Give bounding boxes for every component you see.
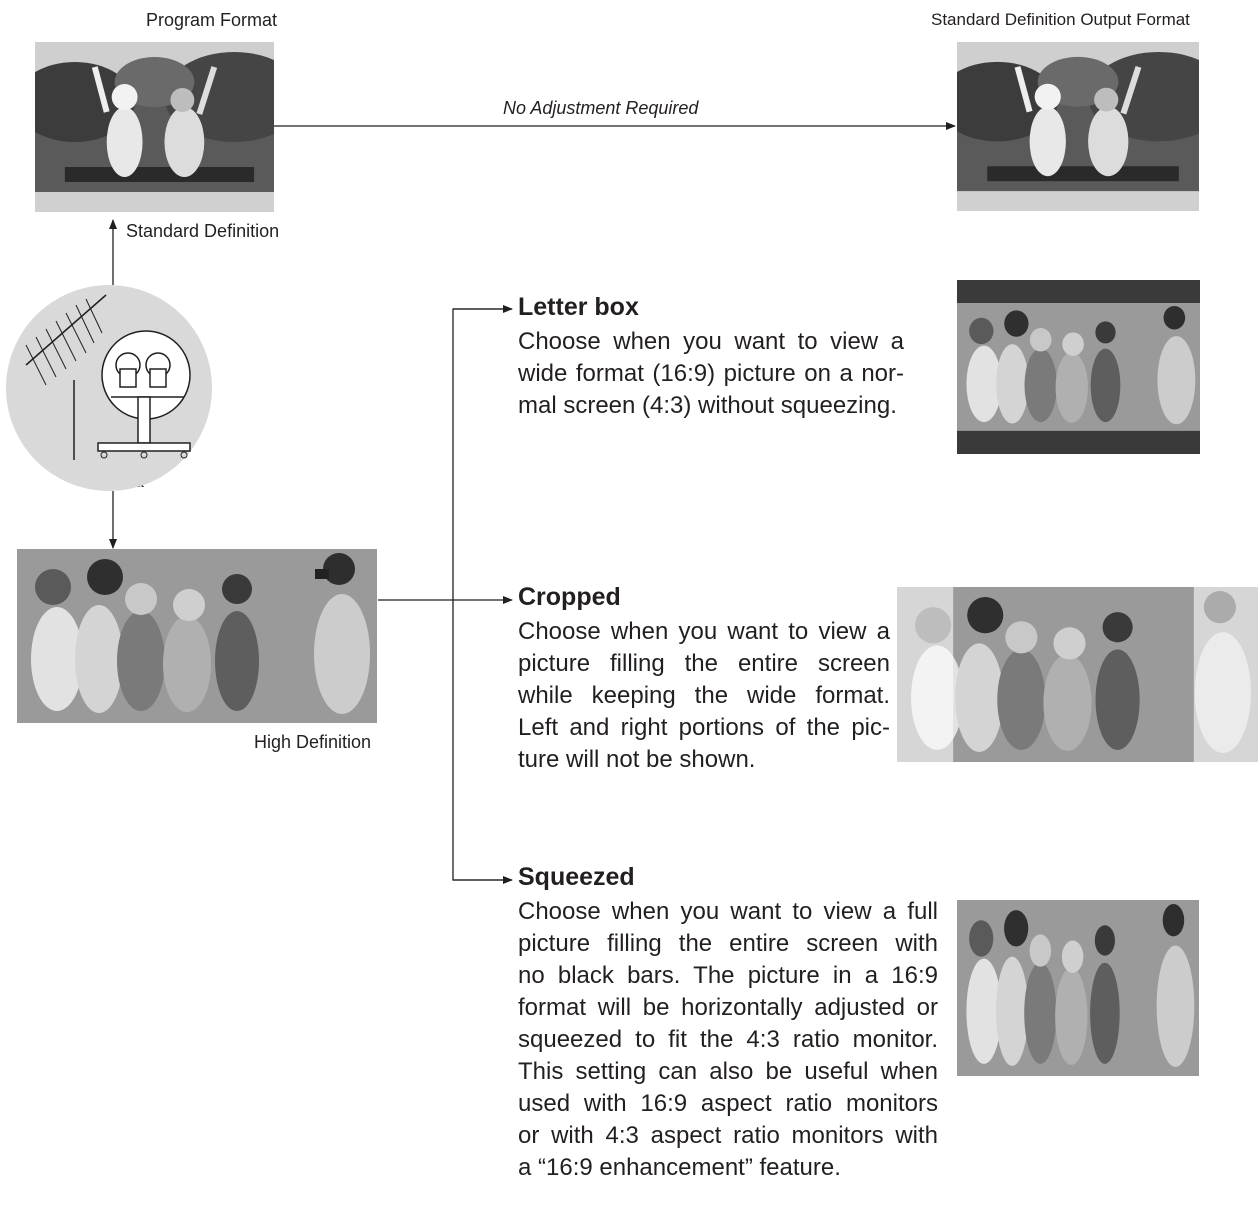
squeezed-title: Squeezed <box>518 863 635 891</box>
program-format-label: Program Format <box>146 10 278 30</box>
antenna-dish-icon <box>6 285 212 491</box>
text-line: Choose when you want to view a <box>518 618 890 645</box>
no-adjustment-label: No Adjustment Required <box>503 98 699 118</box>
text-line: or with 4:3 aspect ratio monitors with <box>518 1122 938 1149</box>
squeezed-description: Choose when you want to view a full pict… <box>518 896 938 1184</box>
standard-definition-label: Standard Definition <box>126 221 280 241</box>
cropped-title: Cropped <box>518 583 621 611</box>
text-line: mal screen (4:3) without squeezing. <box>518 392 897 419</box>
text-line: wide format (16:9) picture on a nor- <box>518 360 904 387</box>
text-line: squeezed to fit the 4:3 ratio monitor. <box>518 1026 938 1053</box>
letterbox-photo <box>957 280 1200 454</box>
cropped-description: Choose when you want to view a picture f… <box>518 616 890 776</box>
text-line: ture will not be shown. <box>518 746 756 773</box>
text-line: Choose when you want to view a full <box>518 898 938 925</box>
text-line: format will be horizontally adjusted or <box>518 994 938 1021</box>
text-line: used with 16:9 aspect ratio monitors <box>518 1090 938 1117</box>
bracket-line <box>452 308 512 881</box>
high-definition-label: High Definition <box>254 732 372 752</box>
cropped-photo <box>897 587 1258 762</box>
text-line: Left and right portions of the pic- <box>518 714 890 741</box>
output-photo <box>957 42 1199 211</box>
squeezed-photo <box>957 900 1199 1076</box>
text-line: no black bars. The picture in a 16:9 <box>518 962 938 989</box>
output-format-label: Standard Definition Output Format <box>931 10 1190 29</box>
high-definition-photo <box>17 549 377 723</box>
letterbox-description: Choose when you want to view a wide form… <box>518 326 904 422</box>
text-line: This setting can also be useful when <box>518 1058 938 1085</box>
program-photo <box>35 42 274 212</box>
text-line: while keeping the wide format. <box>518 682 890 709</box>
text-line: Choose when you want to view a <box>518 328 904 355</box>
letterbox-title: Letter box <box>518 293 639 321</box>
text-line: a “16:9 enhancement” feature. <box>518 1154 841 1181</box>
text-line: picture filling the entire screen with <box>518 930 938 957</box>
text-line: picture filling the entire screen <box>518 650 890 677</box>
